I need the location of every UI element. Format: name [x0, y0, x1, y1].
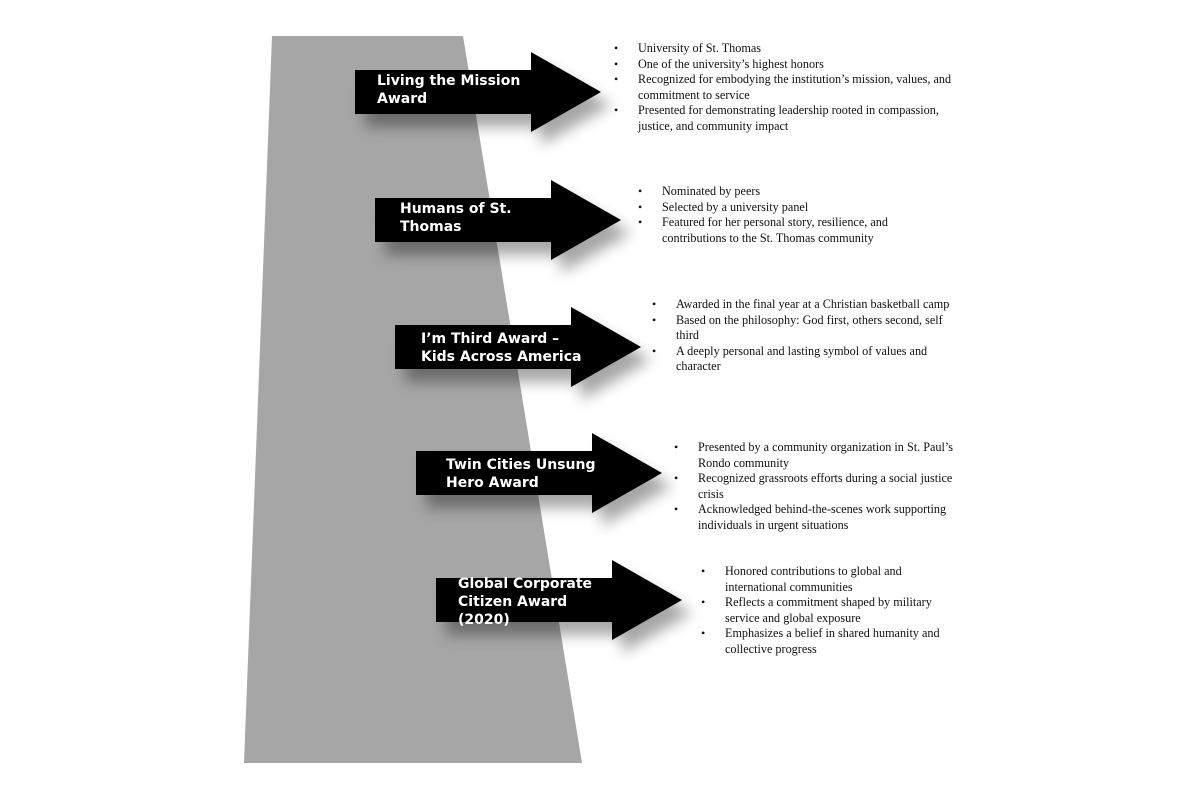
detail-bullet: Recognized grassroots efforts during a s… — [674, 471, 959, 502]
award-title: I’m Third Award – Kids Across America — [421, 331, 582, 365]
award-details-list: Presented by a community organization in… — [674, 440, 959, 534]
detail-bullet: University of St. Thomas — [614, 41, 964, 57]
detail-bullet: Honored contributions to global and inte… — [701, 564, 966, 595]
arrow-shape — [436, 560, 682, 640]
detail-bullet: Recognized for embodying the institution… — [614, 72, 964, 103]
detail-bullet: Selected by a university panel — [638, 200, 928, 216]
award-title: Humans of St. Thomas — [400, 201, 512, 235]
arrow-shape — [395, 307, 641, 387]
detail-bullet: Reflects a commitment shaped by military… — [701, 595, 966, 626]
detail-bullet: Presented for demonstrating leadership r… — [614, 103, 964, 134]
detail-bullet: Presented by a community organization in… — [674, 440, 959, 471]
award-title: Global Corporate Citizen Award (2020) — [458, 576, 593, 628]
award-title: Twin Cities Unsung Hero Award — [446, 457, 596, 491]
arrow-shape — [355, 52, 601, 132]
detail-bullet: Nominated by peers — [638, 184, 928, 200]
detail-bullet: One of the university’s highest honors — [614, 57, 964, 73]
award-title: Living the Mission Award — [377, 73, 521, 107]
detail-bullet: Awarded in the final year at a Christian… — [652, 297, 957, 313]
arrow-shape — [416, 433, 662, 513]
award-details-list: University of St. Thomas One of the univ… — [614, 41, 964, 135]
award-details-list: Awarded in the final year at a Christian… — [652, 297, 957, 375]
detail-bullet: A deeply personal and lasting symbol of … — [652, 344, 957, 375]
detail-bullet: Based on the philosophy: God first, othe… — [652, 313, 957, 344]
award-details-list: Honored contributions to global and inte… — [701, 564, 966, 658]
gray-band-shape — [244, 36, 582, 763]
detail-bullet: Acknowledged behind-the-scenes work supp… — [674, 502, 959, 533]
detail-bullet: Featured for her personal story, resilie… — [638, 215, 928, 246]
arrow-shape — [375, 180, 621, 260]
detail-bullet: Emphasizes a belief in shared humanity a… — [701, 626, 966, 657]
award-details-list: Nominated by peers Selected by a univers… — [638, 184, 928, 246]
